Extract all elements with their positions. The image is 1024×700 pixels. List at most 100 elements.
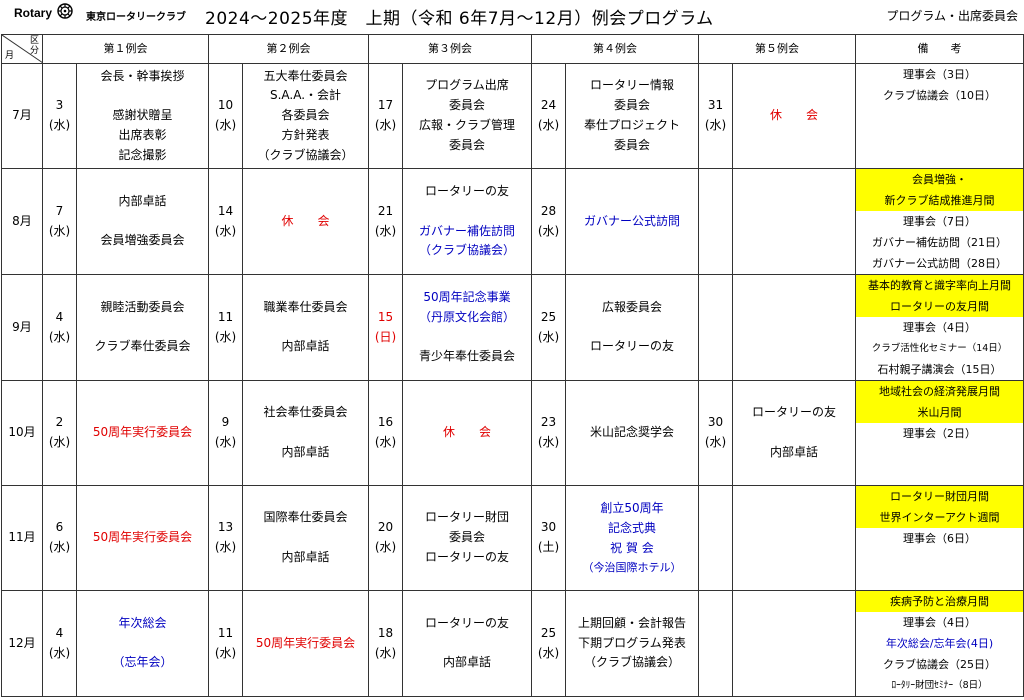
- meeting-cell: 社会奉仕委員会 内部卓話: [242, 380, 369, 486]
- meeting-cell: 50周年実行委員会: [242, 590, 369, 697]
- meeting-line: 50周年実行委員会: [92, 530, 193, 545]
- meeting-line: （忘年会）: [112, 655, 173, 670]
- corner-division-label: 区 分: [29, 36, 39, 56]
- remark-item: ロータリーの友月間: [856, 296, 1023, 317]
- remark-item: 会員増強・: [856, 169, 1023, 190]
- meeting-line: [404, 634, 531, 654]
- meeting-line: 休 会: [281, 213, 330, 228]
- meeting-line: 記念撮影: [118, 147, 167, 162]
- month-cell: 8月: [1, 168, 43, 275]
- day-cell: 14 (水): [208, 168, 243, 275]
- meeting-line: 内部卓話: [442, 655, 491, 670]
- meeting-cell: プログラム出席委員会広報・クラブ管理委員会: [402, 63, 532, 169]
- meeting-line: 米山記念奨学会: [589, 425, 674, 440]
- remark-item: ガバナー公式訪問（28日）: [872, 257, 1007, 270]
- remark-item: 石村親子講演会（15日）: [877, 363, 1002, 376]
- meeting-cell: [732, 590, 856, 697]
- page-title: 2024～2025年度 上期（令和 6年7月～12月）例会プログラム: [205, 9, 714, 29]
- meeting-line: 出席表彰: [118, 127, 167, 142]
- remark-item: 世界インターアクト週間: [856, 507, 1023, 528]
- col-header: 第４例会: [531, 34, 699, 64]
- club-name: 東京ロータリークラブ: [86, 12, 186, 23]
- day-cell: 16 (水): [368, 380, 403, 486]
- meeting-line: ロータリーの友: [751, 405, 836, 420]
- meeting-line: ロータリーの友: [424, 615, 509, 630]
- meeting-cell: ロータリーの友 内部卓話: [402, 590, 532, 697]
- remark-item: クラブ活性化セミナー（14日）: [871, 343, 1008, 354]
- meeting-line: 下期プログラム発表: [578, 635, 686, 650]
- remarks-cell: 地域社会の経済発展月間米山月間理事会（2日）: [855, 380, 1024, 486]
- meeting-line: （今治国際ホテル）: [582, 560, 682, 574]
- meeting-cell: ロータリーの友 ガバナー補佐訪問（クラブ協議会）: [402, 168, 532, 275]
- remark-item: ロータリー財団月間: [856, 486, 1023, 507]
- meeting-line: 祝 賀 会: [610, 540, 654, 555]
- meeting-cell: ガバナー公式訪問: [565, 168, 699, 275]
- day-cell: 11 (水): [208, 274, 243, 381]
- meeting-line: 内部卓話: [118, 193, 167, 208]
- meeting-line: （クラブ協議会）: [583, 655, 680, 670]
- meeting-line: 内部卓話: [281, 339, 330, 354]
- remarks-cell: 理事会（3日）クラブ協議会（10日）: [855, 63, 1024, 169]
- meeting-cell: 職業奉仕委員会 内部卓話: [242, 274, 369, 381]
- day-cell: 3 (水): [42, 63, 77, 169]
- day-cell: 25 (水): [531, 274, 566, 381]
- meeting-cell: 米山記念奨学会: [565, 380, 699, 486]
- meeting-cell: ロータリー財団委員会ロータリーの友: [402, 485, 532, 591]
- meeting-line: [734, 423, 855, 443]
- day-cell: 31 (水): [698, 63, 733, 169]
- meeting-line: （クラブ協議会）: [257, 147, 354, 162]
- col-header: 備 考: [855, 34, 1024, 64]
- day-cell: 2 (水): [42, 380, 77, 486]
- department-name: プログラム・出席委員会: [886, 9, 1018, 23]
- day-cell: 28 (水): [531, 168, 566, 275]
- day-cell: [698, 168, 733, 275]
- remark-item: 理事会（4日）: [903, 321, 976, 334]
- remark-item: 地域社会の経済発展月間: [856, 381, 1023, 402]
- day-cell: 10 (水): [208, 63, 243, 169]
- meeting-line: 各委員会: [281, 108, 330, 123]
- meeting-line: 内部卓話: [769, 444, 818, 459]
- meeting-cell: 広報委員会 ロータリーの友: [565, 274, 699, 381]
- remark-item: 基本的教育と識字率向上月間: [856, 275, 1023, 296]
- meeting-line: 50周年実行委員会: [255, 635, 356, 650]
- meeting-line: 年次総会: [118, 615, 167, 630]
- meeting-cell: 50周年実行委員会: [76, 485, 209, 591]
- meeting-line: クラブ奉仕委員会: [94, 339, 191, 354]
- meeting-line: 五大奉仕委員会: [263, 68, 348, 83]
- meeting-line: 職業奉仕委員会: [263, 299, 348, 314]
- meeting-line: S.A.A.・会計: [269, 88, 342, 103]
- meeting-line: 創立50周年: [600, 501, 664, 516]
- meeting-line: [404, 328, 531, 348]
- meeting-line: 奉仕プロジェクト: [583, 118, 680, 132]
- meeting-line: 50周年実行委員会: [92, 425, 193, 440]
- meeting-line: 方針発表: [281, 127, 330, 142]
- meeting-cell: [732, 485, 856, 591]
- meeting-line: 委員会: [448, 98, 485, 113]
- remark-item: 新クラブ結成推進月間: [856, 190, 1023, 211]
- page-header: Rotary 東京ロータリークラブ 2024～2025年度 上期（令和 6年7月…: [0, 0, 1024, 32]
- meeting-line: （丹原文化会館）: [418, 309, 515, 324]
- header-row: 区 分 月 第１例会 第２例会 第３例会 第４例会 第５例会 備 考: [1, 34, 1024, 64]
- meeting-line: ガバナー公式訪問: [583, 213, 680, 228]
- meeting-cell: 内部卓話 会員増強委員会: [76, 168, 209, 275]
- remark-item: クラブ協議会（10日）: [883, 89, 996, 102]
- col-header: 第３例会: [368, 34, 532, 64]
- meeting-cell: 五大奉仕委員会 S.A.A.・会計各委員会方針発表 （クラブ協議会）: [242, 63, 369, 169]
- meeting-line: [78, 634, 208, 654]
- meeting-cell: 上期回顧・会計報告下期プログラム発表（クラブ協議会）: [565, 590, 699, 697]
- meeting-line: [78, 86, 208, 106]
- meeting-line: ロータリー情報: [589, 78, 674, 93]
- day-cell: [698, 590, 733, 697]
- rotary-wheel-icon: [57, 3, 73, 19]
- meeting-line: 青少年奉仕委員会: [418, 349, 515, 364]
- meeting-cell: 親睦活動委員会 クラブ奉仕委員会: [76, 274, 209, 381]
- day-cell: 25 (水): [531, 590, 566, 697]
- meeting-line: [78, 212, 208, 232]
- remark-item: クラブ協議会（25日）: [883, 658, 996, 671]
- remark-item: 理事会（6日）: [903, 532, 976, 545]
